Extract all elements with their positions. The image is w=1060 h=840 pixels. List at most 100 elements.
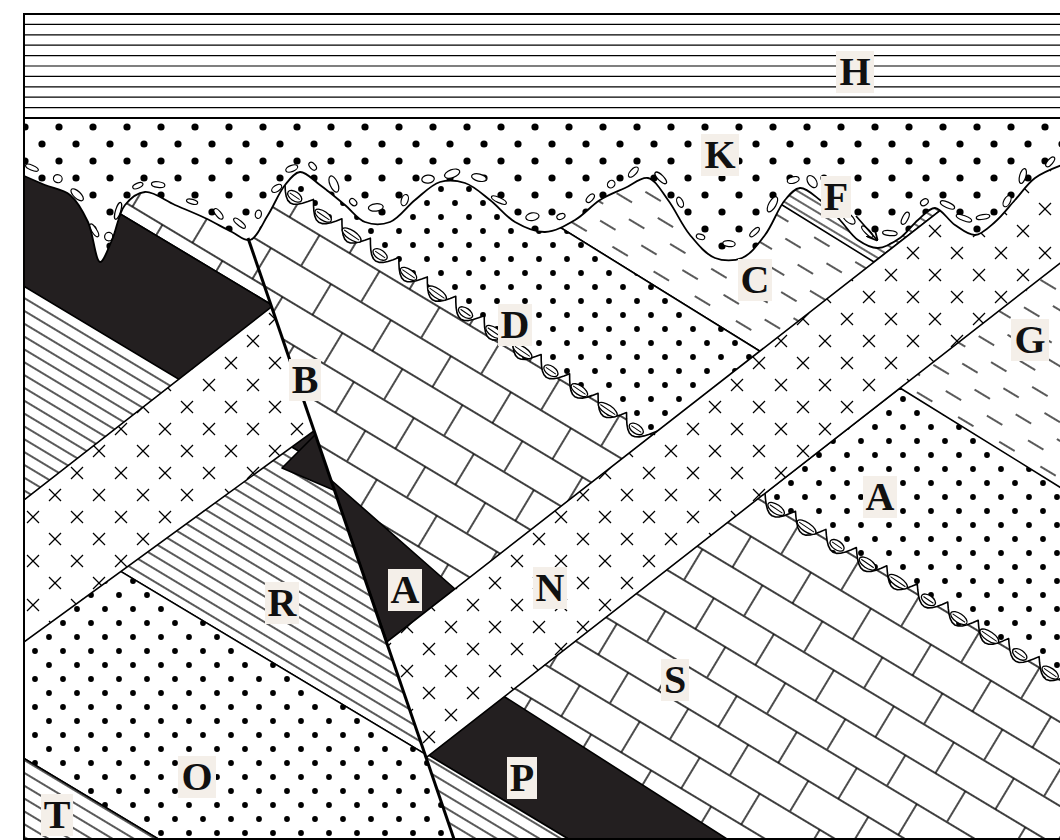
layer-letter: H — [836, 51, 873, 93]
unconformity-line — [24, 165, 1060, 262]
fault-line — [248, 238, 455, 840]
layer-letter: B — [289, 359, 322, 401]
pebble — [52, 173, 63, 184]
pebble-outline — [596, 400, 619, 420]
pebble — [919, 592, 937, 608]
pebble — [805, 174, 819, 190]
pebble-outline — [542, 363, 560, 379]
pebble — [421, 175, 434, 184]
leader-arrow — [856, 216, 877, 240]
pebble — [313, 207, 334, 225]
pebble-line — [573, 386, 585, 394]
pebble — [882, 230, 897, 236]
pebble-outline — [313, 207, 334, 225]
pebble — [212, 207, 224, 220]
pebble-line — [631, 426, 641, 433]
pebble — [627, 421, 645, 437]
pebble-line — [1015, 651, 1025, 658]
pebble — [286, 188, 304, 204]
pebble — [443, 167, 461, 180]
pebble — [1040, 664, 1060, 682]
bedding-line — [24, 24, 1060, 25]
conglomerate-bed — [240, 60, 800, 437]
pebble — [606, 179, 617, 190]
pebble — [1011, 646, 1029, 662]
pebble — [327, 175, 341, 194]
pebble — [787, 175, 800, 184]
pebble — [886, 572, 909, 592]
contact-line — [24, 117, 1060, 119]
pebble — [723, 240, 736, 247]
pebble-line — [891, 577, 906, 587]
frame — [24, 14, 1060, 839]
pebble-outline — [795, 517, 818, 537]
bedding-line — [24, 117, 1060, 119]
pebble-outline — [340, 225, 363, 245]
pebble-line — [546, 367, 556, 374]
pebble — [542, 363, 560, 379]
pebble — [25, 163, 39, 173]
bedding-line — [24, 34, 1060, 35]
pebble-outline — [398, 265, 419, 283]
section-body — [24, 14, 1060, 840]
pebble — [255, 210, 263, 219]
pebble — [766, 500, 787, 518]
pebble-outline — [425, 283, 448, 303]
layer-letter: A — [388, 569, 423, 611]
pebble — [748, 226, 760, 238]
layer-letter: O — [178, 756, 215, 798]
pebble — [828, 537, 846, 553]
pebble — [471, 172, 487, 183]
layer-letter: T — [41, 794, 74, 836]
bedding-line — [24, 55, 1060, 56]
pebble — [285, 163, 299, 173]
pebble — [569, 381, 590, 399]
layer-letter: D — [498, 304, 533, 346]
pebble-line — [375, 251, 385, 258]
pebble-line — [832, 542, 842, 549]
layer-letter: A — [863, 476, 898, 518]
pebble — [340, 225, 363, 245]
shale-bed — [400, 738, 1060, 840]
pebble — [795, 517, 818, 537]
pebble-outline — [886, 572, 909, 592]
pebble — [400, 194, 410, 207]
pebble-outline — [1011, 646, 1029, 662]
pebble-line — [317, 211, 329, 219]
pebble-outline — [948, 609, 969, 627]
pebble-outline — [569, 381, 590, 399]
pebble-line — [1044, 668, 1056, 676]
layer-h-ground — [24, 14, 1060, 118]
pebble-outline — [828, 537, 846, 553]
pebble — [308, 161, 318, 172]
pebble — [948, 609, 969, 627]
pebble — [939, 199, 955, 210]
pebble — [696, 233, 706, 241]
pebble-outline — [286, 188, 304, 204]
pebble-line — [344, 230, 359, 240]
bedding-line — [24, 97, 1060, 98]
pebble — [596, 400, 619, 420]
pebble-outline — [456, 304, 474, 320]
bedding-line — [24, 76, 1060, 77]
pebble — [675, 196, 685, 208]
pebble — [627, 165, 640, 178]
pebble-line — [953, 614, 965, 622]
pebble-outline — [627, 421, 645, 437]
layer-letter: C — [738, 259, 773, 301]
pebble-line — [430, 288, 445, 298]
bedding-line — [24, 65, 1060, 66]
bedding-line — [24, 86, 1060, 87]
pebble — [900, 211, 911, 225]
bedding-line — [24, 107, 1060, 108]
pebble-line — [515, 346, 530, 356]
pebble-outline — [857, 554, 878, 572]
pebble — [860, 225, 874, 239]
pebble — [151, 181, 165, 188]
pebble — [490, 194, 507, 206]
pebbles — [286, 188, 1060, 701]
pebble — [556, 212, 566, 220]
pebble-outline — [919, 592, 937, 608]
pebble — [186, 198, 198, 205]
